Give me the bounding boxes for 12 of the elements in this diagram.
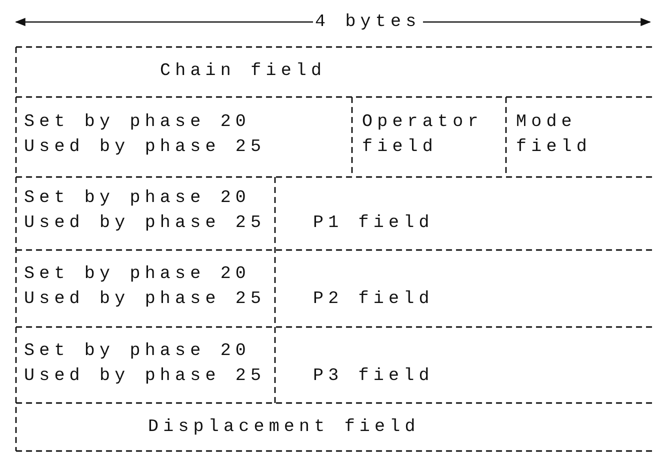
dimension-label: 4 bytes: [313, 12, 423, 32]
cell-text: P2 field: [313, 289, 434, 309]
cell-text: Set by phase 20 Used by phase 25: [24, 264, 266, 309]
cell-text: Displacement field: [148, 417, 420, 437]
cell-text: P3 field: [313, 366, 434, 386]
cell-text: Set by phase 20 Used by phase 25: [24, 188, 266, 233]
cell-text: Set by phase 20 Used by phase 25: [24, 112, 266, 157]
cell-text: Mode field: [516, 112, 592, 157]
cell-text: Set by phase 20 Used by phase 25: [24, 341, 266, 386]
cell-text: Operator field: [362, 112, 483, 157]
cell-text: Chain field: [160, 61, 326, 81]
cell-text: P1 field: [313, 213, 434, 233]
